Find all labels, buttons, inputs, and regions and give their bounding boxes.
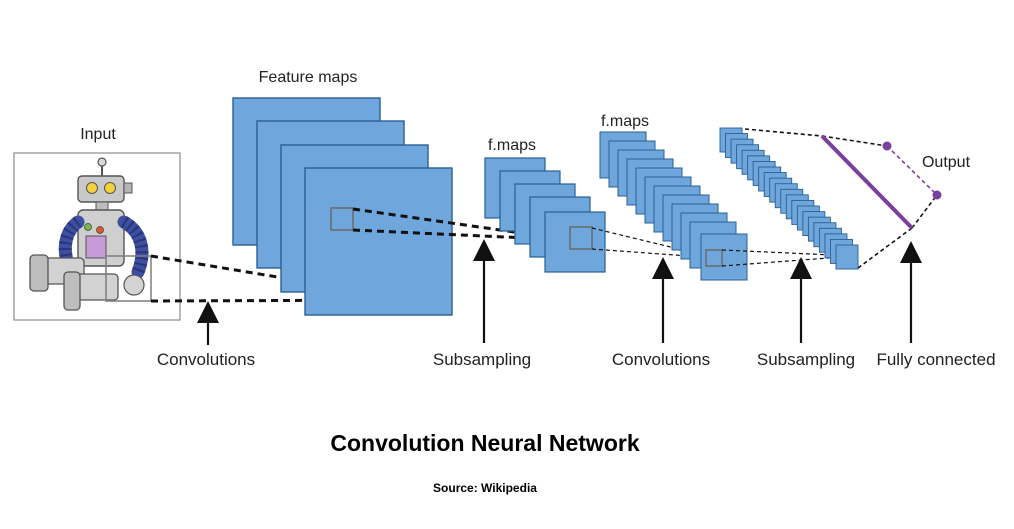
fmaps-window-2 bbox=[705, 249, 723, 267]
label-input: Input bbox=[80, 126, 116, 143]
connector-column-to-output bbox=[744, 128, 938, 269]
input-image bbox=[13, 152, 181, 321]
label-fmaps-2: f.maps bbox=[601, 113, 649, 130]
fmaps-window-1 bbox=[569, 226, 593, 250]
feature-maps-stack bbox=[232, 97, 453, 316]
stage-arrows bbox=[197, 239, 922, 345]
connector-fmaps2-to-column bbox=[721, 249, 856, 267]
output-node-2 bbox=[932, 190, 942, 200]
label-feature-maps: Feature maps bbox=[259, 69, 358, 86]
label-subsampling-1: Subsampling bbox=[433, 350, 531, 369]
output-nodes bbox=[882, 141, 942, 200]
caption-title: Convolution Neural Network bbox=[330, 430, 639, 456]
fully-connected-layer bbox=[820, 134, 914, 230]
subsampled-maps-stack bbox=[719, 127, 859, 270]
subsampled-map bbox=[835, 244, 859, 270]
label-fully-connected: Fully connected bbox=[876, 350, 995, 369]
label-convolutions-1: Convolutions bbox=[157, 350, 255, 369]
feature-map-window bbox=[330, 207, 354, 231]
input-receptive-field bbox=[105, 255, 152, 302]
fmaps-stack-1 bbox=[484, 157, 606, 273]
label-fmaps-1: f.maps bbox=[488, 137, 536, 154]
label-output: Output bbox=[922, 154, 971, 171]
fmaps-stack-2 bbox=[599, 131, 748, 281]
label-subsampling-2: Subsampling bbox=[757, 350, 855, 369]
output-node-1 bbox=[882, 141, 892, 151]
label-convolutions-2: Convolutions bbox=[612, 350, 710, 369]
caption-source: Source: Wikipedia bbox=[433, 481, 537, 495]
